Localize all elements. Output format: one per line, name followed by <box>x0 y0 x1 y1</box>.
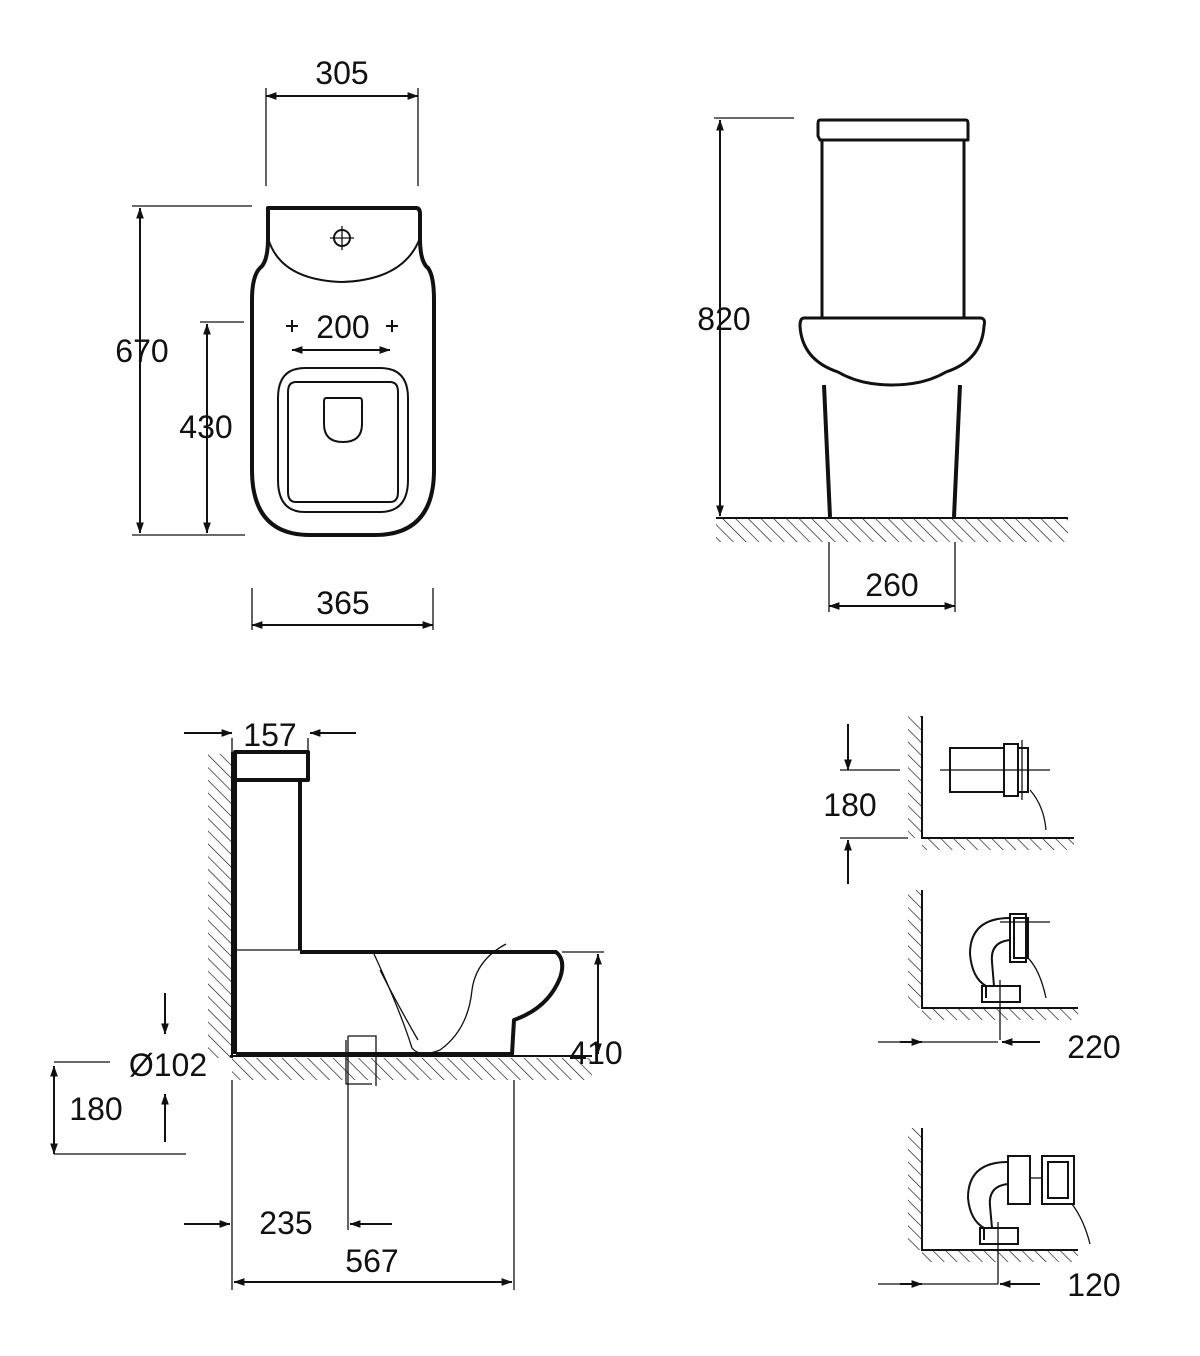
dim-connection-vertical-offset-short: 120 <box>1067 1267 1120 1303</box>
dim-base-width: 365 <box>316 585 369 621</box>
connection-details: 180 220 120 <box>823 716 1121 1303</box>
dim-rim-height: 410 <box>569 1035 622 1071</box>
dim-outlet-offset: 235 <box>259 1205 312 1241</box>
dim-overall-length: 670 <box>115 333 168 369</box>
dim-seat-length: 430 <box>179 409 232 445</box>
dim-foot-width: 260 <box>865 567 918 603</box>
dim-fixing-spacing: 200 <box>316 309 369 345</box>
dim-connection-horizontal-height: 180 <box>823 787 876 823</box>
dim-connection-vertical-offset: 220 <box>1067 1029 1120 1065</box>
dim-outlet-diameter: Ø102 <box>129 1047 207 1083</box>
top-view: 305 670 430 200 365 <box>115 55 436 630</box>
dim-top-width: 305 <box>315 55 368 91</box>
dim-total-depth: 567 <box>345 1243 398 1279</box>
dim-outlet-height: 180 <box>69 1091 122 1127</box>
dim-cistern-depth: 157 <box>243 717 296 753</box>
front-view: 820 260 <box>697 117 1068 612</box>
side-view: 157 Ø102 180 410 235 567 <box>50 717 623 1290</box>
dim-total-height: 820 <box>697 301 750 337</box>
